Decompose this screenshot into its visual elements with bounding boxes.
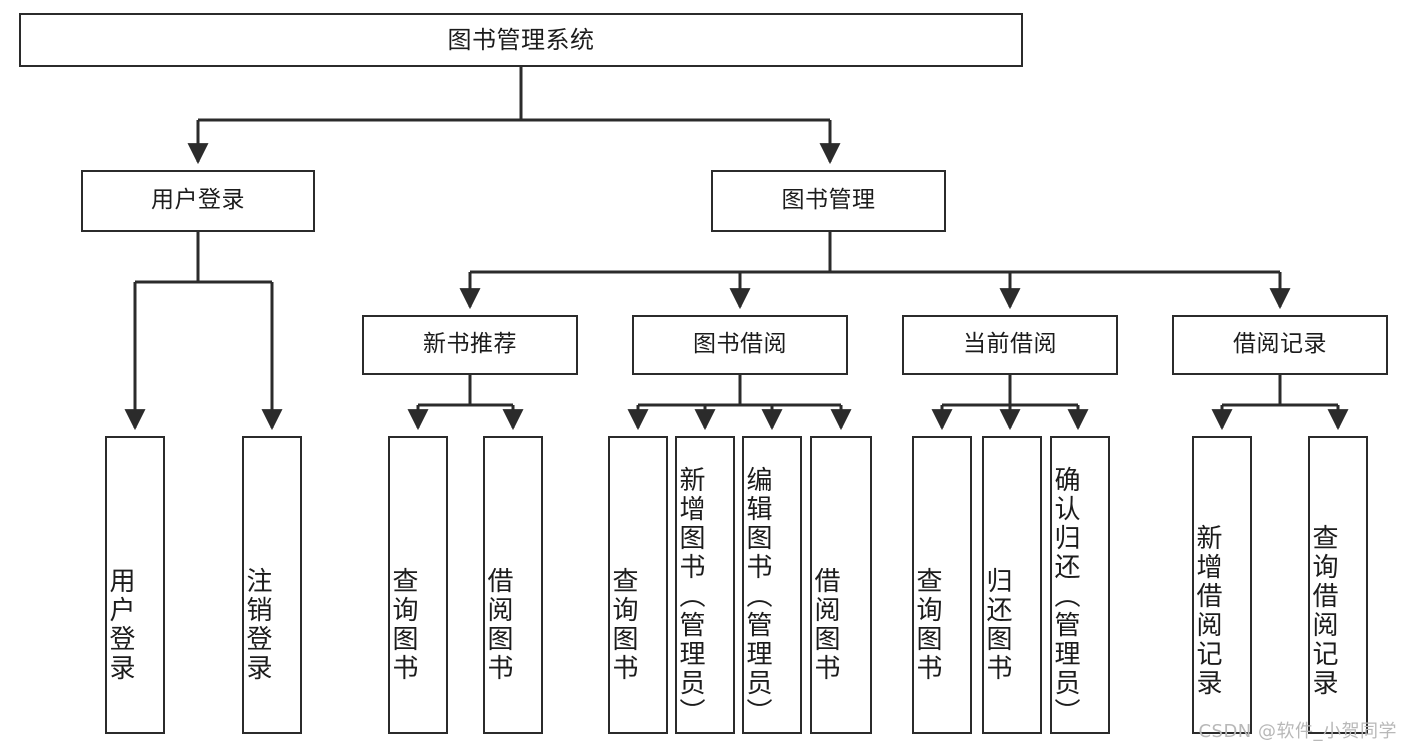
node-label: 查询借阅记录 <box>1308 524 1338 698</box>
node-borrow-record[interactable]: 借阅记录 <box>1172 315 1388 375</box>
node-label: 图书管理系统 <box>447 25 595 54</box>
leaf-new-book-query-book[interactable]: 查询图书 <box>388 436 448 734</box>
node-label: 查询图书 <box>388 567 418 683</box>
node-new-book-recommend[interactable]: 新书推荐 <box>362 315 578 375</box>
node-user-login[interactable]: 用户登录 <box>81 170 315 232</box>
node-label: 新增借阅记录 <box>1192 524 1222 698</box>
leaf-user-login-logout[interactable]: 注销登录 <box>242 436 302 734</box>
node-book-management[interactable]: 图书管理 <box>711 170 946 232</box>
node-label: 借阅图书 <box>810 567 840 683</box>
leaf-book-borrow-add-book-admin[interactable]: 新增图书（管理员） <box>675 436 735 734</box>
node-label: 新增图书（管理员） <box>675 465 705 727</box>
node-label: 当前借阅 <box>963 331 1057 358</box>
node-label: 归还图书 <box>982 567 1012 683</box>
node-label: 用户登录 <box>151 187 245 214</box>
leaf-borrow-record-query-record[interactable]: 查询借阅记录 <box>1308 436 1368 734</box>
node-label: 用户登录 <box>105 567 135 683</box>
node-current-borrow[interactable]: 当前借阅 <box>902 315 1118 375</box>
leaf-book-borrow-edit-book-admin[interactable]: 编辑图书（管理员） <box>742 436 802 734</box>
node-label: 图书借阅 <box>693 331 787 358</box>
leaf-borrow-record-add-record[interactable]: 新增借阅记录 <box>1192 436 1252 734</box>
node-label: 注销登录 <box>242 567 272 683</box>
leaf-current-borrow-return-book[interactable]: 归还图书 <box>982 436 1042 734</box>
node-label: 编辑图书（管理员） <box>742 465 772 727</box>
node-book-management-system[interactable]: 图书管理系统 <box>19 13 1023 67</box>
node-label: 确认归还（管理员） <box>1050 465 1080 727</box>
node-label: 查询图书 <box>608 567 638 683</box>
leaf-new-book-borrow-book[interactable]: 借阅图书 <box>483 436 543 734</box>
node-label: 借阅图书 <box>483 567 513 683</box>
leaf-current-borrow-confirm-return-admin[interactable]: 确认归还（管理员） <box>1050 436 1110 734</box>
node-label: 查询图书 <box>912 567 942 683</box>
leaf-book-borrow-borrow-book[interactable]: 借阅图书 <box>810 436 872 734</box>
node-book-borrow[interactable]: 图书借阅 <box>632 315 848 375</box>
leaf-book-borrow-query-book[interactable]: 查询图书 <box>608 436 668 734</box>
node-label: 借阅记录 <box>1233 331 1327 358</box>
node-label: 新书推荐 <box>423 331 517 358</box>
node-label: 图书管理 <box>781 187 876 214</box>
leaf-current-borrow-query-book[interactable]: 查询图书 <box>912 436 972 734</box>
leaf-user-login-login[interactable]: 用户登录 <box>105 436 165 734</box>
